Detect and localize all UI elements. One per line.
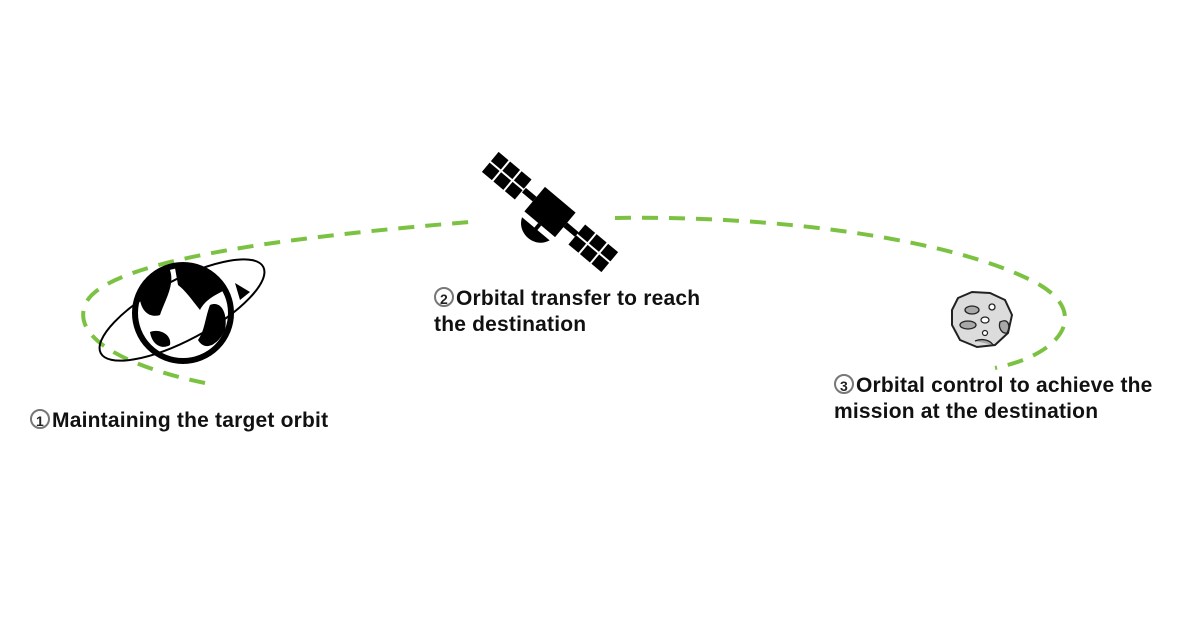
step-2-number: 2	[434, 287, 454, 307]
step-2-text-line1: Orbital transfer to reach	[456, 287, 701, 310]
step-3-number: 3	[834, 374, 854, 394]
transfer-path-left	[81, 220, 471, 385]
step-1-number: 1	[30, 409, 50, 429]
earth-orbit-icon	[98, 258, 266, 364]
step-2-text-line2: the destination	[434, 313, 587, 336]
asteroid-icon	[951, 290, 1014, 349]
satellite-icon	[481, 151, 619, 273]
step-1-text: Maintaining the target orbit	[52, 409, 329, 432]
step-3-text-line2: mission at the destination	[834, 400, 1099, 423]
step-3-text-line1: Orbital control to achieve the	[856, 374, 1153, 397]
